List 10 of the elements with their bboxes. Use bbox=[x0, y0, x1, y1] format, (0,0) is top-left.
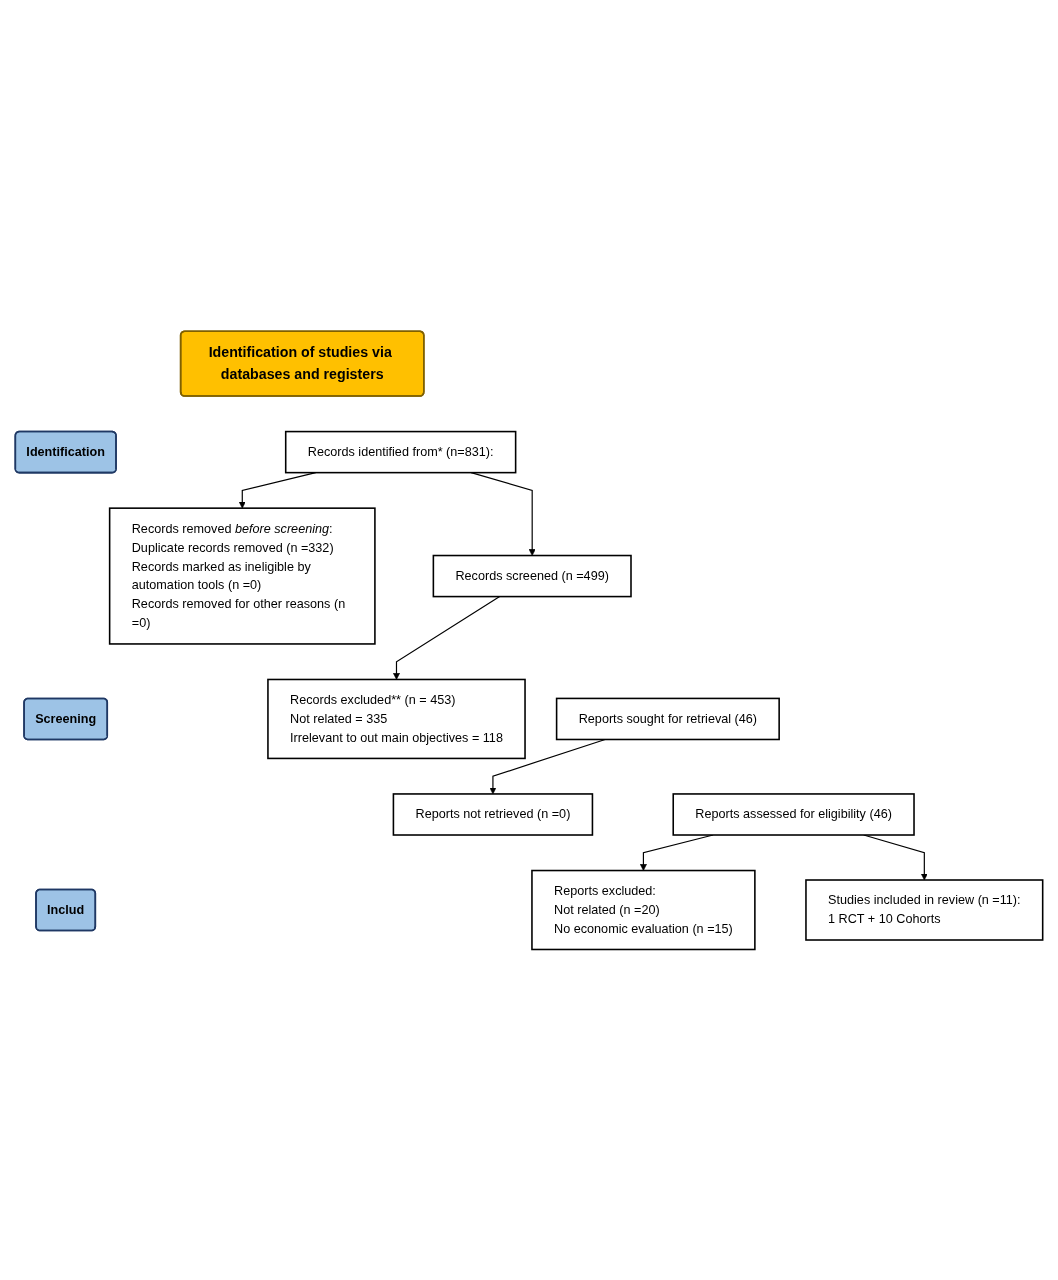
node-box: Reports assessed for eligibility (46) bbox=[672, 792, 915, 836]
node-box: Records excluded** (n = 453) Not related = 335 Irrelevant to out main objectives = 118 bbox=[267, 678, 526, 759]
node-box: Reports not retrieved (n =0) bbox=[392, 792, 594, 836]
node-box: Records removed before screening: Duplicate records removed (n =332) Records marked as ineligible by automation tools (n =0) Records removed for other reasons (n =0) bbox=[108, 506, 376, 645]
node-box: Reports excluded: Not related (n =20) No economic evaluation (n =15) bbox=[531, 869, 756, 950]
node-box: Studies included in review (n =11): 1 RCT + 10 Cohorts bbox=[805, 878, 1044, 941]
node-box: Records screened (n =499) bbox=[432, 554, 632, 597]
arrow bbox=[393, 595, 501, 680]
node-box: Records identified from* (n=831): bbox=[284, 430, 517, 474]
node-box: Reports sought for retrieval (46) bbox=[555, 697, 780, 740]
